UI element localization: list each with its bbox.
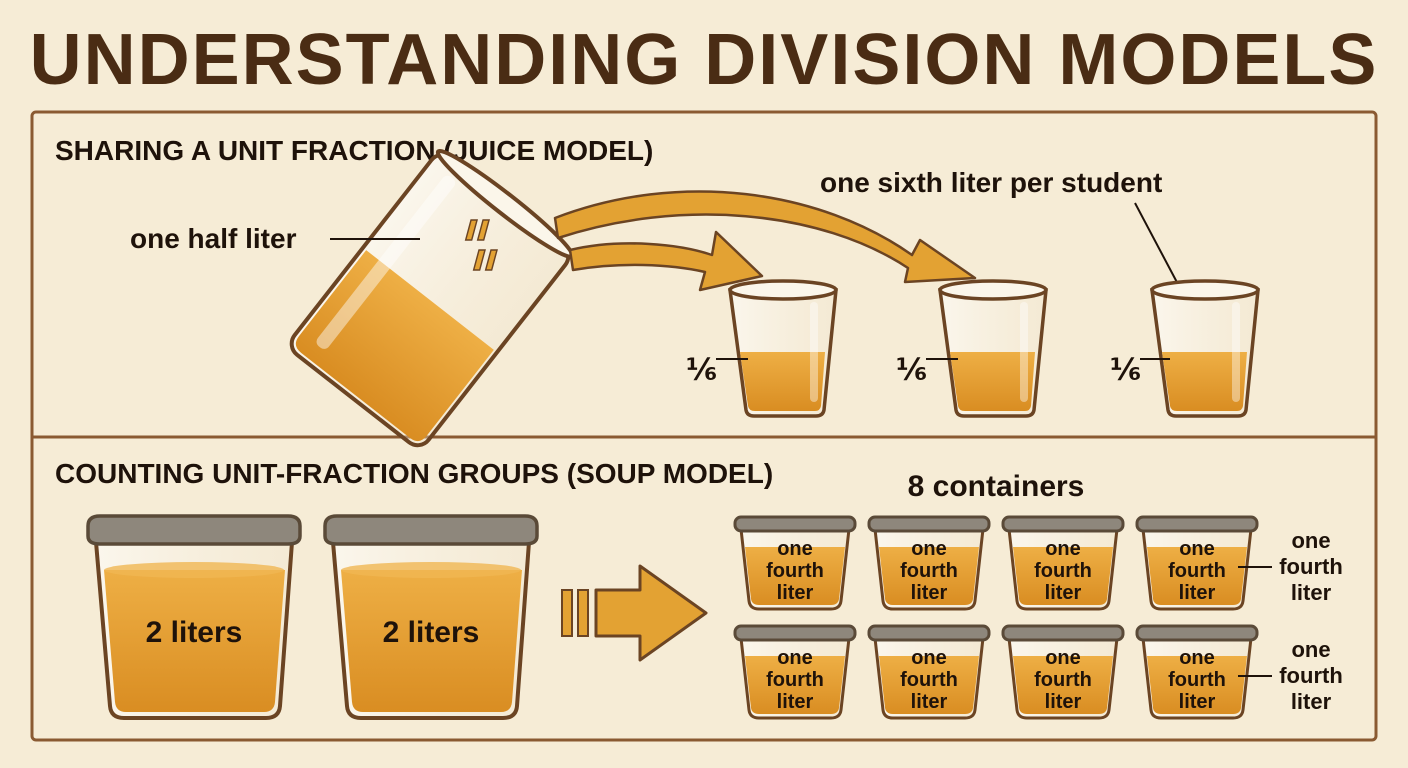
side-label: fourth — [1279, 554, 1343, 579]
small-container — [867, 624, 991, 720]
small-container-label: fourth — [1034, 669, 1092, 691]
big-container-label: 2 liters — [146, 616, 243, 649]
small-container-label: fourth — [766, 560, 824, 582]
small-container-label: fourth — [1168, 669, 1226, 691]
side-label: one — [1291, 637, 1330, 662]
side-label: liter — [1291, 580, 1332, 605]
per-student-leader — [1134, 202, 1181, 289]
small-container — [1135, 515, 1259, 611]
small-container-label: one — [911, 538, 947, 560]
cup — [938, 279, 1048, 418]
cup-fraction-label: ⅙ — [686, 354, 717, 387]
small-container-label: one — [1179, 647, 1215, 669]
page-title: UNDERSTANDING DIVISION MODELS — [29, 20, 1379, 100]
big-container — [86, 514, 302, 720]
cup-fraction-label: ⅙ — [1110, 354, 1141, 387]
small-container-count: 8 containers — [908, 470, 1085, 503]
small-container — [1001, 515, 1125, 611]
small-container-label: one — [777, 647, 813, 669]
soup-section: COUNTING UNIT-FRACTION GROUPS (SOUP MODE… — [55, 458, 1343, 720]
small-container-label: liter — [1045, 691, 1082, 713]
small-container-label: liter — [911, 582, 948, 604]
big-container — [323, 514, 539, 720]
half-liter-label: one half liter — [130, 223, 297, 254]
small-container-label: fourth — [1168, 560, 1226, 582]
half-liter-pitcher — [289, 148, 575, 448]
cup — [1150, 279, 1260, 418]
cup — [728, 279, 838, 418]
small-container-label: liter — [777, 582, 814, 604]
small-container — [1001, 624, 1125, 720]
small-container-label: liter — [1179, 582, 1216, 604]
small-container-label: liter — [1179, 691, 1216, 713]
small-container — [1135, 624, 1259, 720]
soup-section-heading: COUNTING UNIT-FRACTION GROUPS (SOUP MODE… — [55, 458, 773, 489]
small-container-label: one — [911, 647, 947, 669]
juice-section: SHARING A UNIT FRACTION (JUICE MODEL) on… — [55, 135, 1260, 448]
small-container-label: liter — [911, 691, 948, 713]
pour-arrow-lower — [472, 230, 764, 292]
juice-section-heading: SHARING A UNIT FRACTION (JUICE MODEL) — [55, 135, 653, 166]
big-container-label: 2 liters — [383, 616, 480, 649]
small-container-label: one — [1045, 538, 1081, 560]
small-container-label: one — [777, 538, 813, 560]
small-container-label: fourth — [900, 560, 958, 582]
cup-fraction-label: ⅙ — [896, 354, 927, 387]
split-arrow — [561, 564, 708, 662]
small-container-label: fourth — [900, 669, 958, 691]
small-container — [733, 515, 857, 611]
per-student-label: one sixth liter per student — [820, 167, 1162, 198]
small-container-label: liter — [777, 691, 814, 713]
small-container-label: liter — [1045, 582, 1082, 604]
outer-frame — [30, 110, 1378, 742]
small-container-label: fourth — [1034, 560, 1092, 582]
small-container — [867, 515, 991, 611]
small-container-label: one — [1045, 647, 1081, 669]
small-container-label: one — [1179, 538, 1215, 560]
small-container — [733, 624, 857, 720]
pour-arrow-upper — [464, 190, 977, 284]
small-container-label: fourth — [766, 669, 824, 691]
side-label: one — [1291, 528, 1330, 553]
side-label: liter — [1291, 689, 1332, 714]
side-label: fourth — [1279, 663, 1343, 688]
